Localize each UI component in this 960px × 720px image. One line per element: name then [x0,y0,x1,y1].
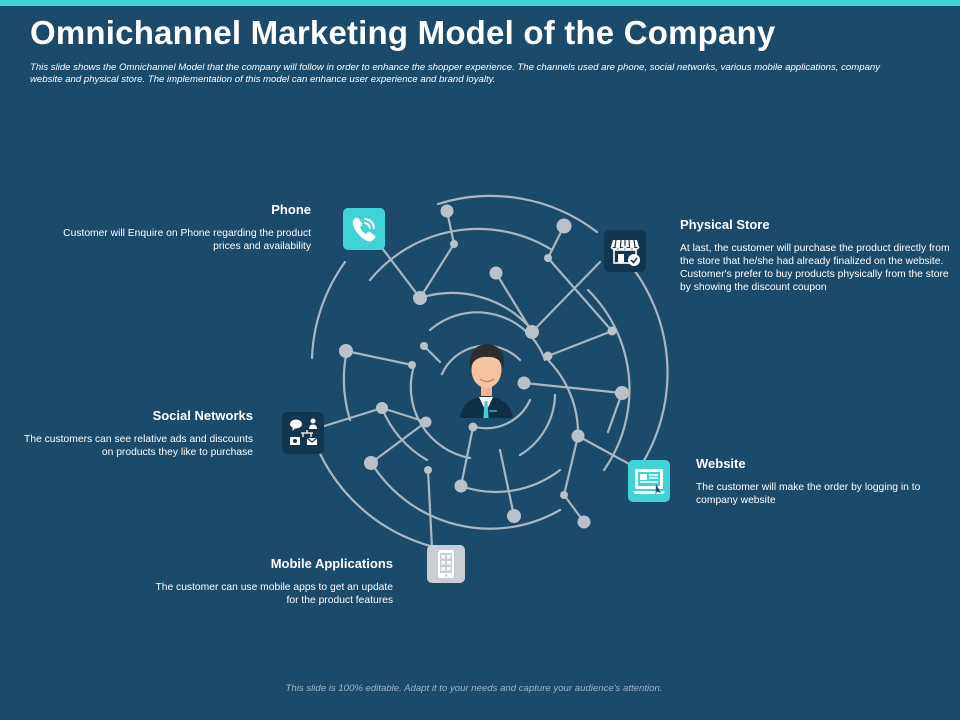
arc-outer-4 [310,260,347,360]
mobile-applications-description: The customer can use mobile apps to get … [155,582,393,606]
social-network-icon [282,412,324,454]
social-networks-description: The customers can see relative ads and d… [24,434,253,458]
arc-outer-3 [308,426,450,552]
website-icon [628,460,670,502]
social-networks-label: Social Networks The customers can see re… [13,408,253,459]
physical-store-label: Physical Store At last, the customer wil… [680,217,955,294]
phone-label: Phone Customer will Enquire on Phone reg… [41,202,311,253]
concentric-arcs [308,194,669,552]
website-description: The customer will make the order by logg… [696,482,921,506]
arc-ring5-1 [440,344,522,376]
arc-ring2-1 [368,227,554,282]
mobile-app-icon [427,545,465,583]
arc-ring3-3 [459,468,562,493]
arc-ring2-4 [342,348,352,422]
arc-outer-2 [626,260,669,469]
mobile-applications-label: Mobile Applications The customer can use… [143,556,393,607]
physical-store-title: Physical Store [680,217,770,232]
arc-ring3-1 [418,291,534,332]
arc-ring3-2 [546,358,580,438]
arc-ring5-2 [470,398,532,430]
arc-ring4-2 [518,393,557,457]
page-subtitle: This slide shows the Omnichannel Model t… [30,62,881,85]
phone-icon [343,208,385,250]
mobile-applications-title: Mobile Applications [270,556,393,571]
page-title: Omnichannel Marketing Model of the Compa… [30,14,776,51]
footer-note: This slide is 100% editable. Adapt it to… [285,683,663,694]
arc-outer-1 [436,194,599,234]
website-label: Website The customer will make the order… [696,456,951,507]
arc-ring2-3 [370,462,562,530]
network-nodes [339,204,629,529]
top-accent-bar [0,0,960,6]
social-networks-title: Social Networks [152,408,253,423]
customer-avatar-icon [460,344,513,418]
phone-description: Customer will Enquire on Phone regarding… [63,228,311,252]
physical-store-description: At last, the customer will purchase the … [680,243,950,293]
phone-title: Phone [271,202,311,217]
website-title: Website [696,456,746,471]
arc-ring2-2 [586,288,631,472]
store-icon [604,230,646,272]
arc-ring3-4 [380,406,429,462]
arc-ring4-1 [428,311,547,362]
arc-ring4-3 [409,364,472,460]
